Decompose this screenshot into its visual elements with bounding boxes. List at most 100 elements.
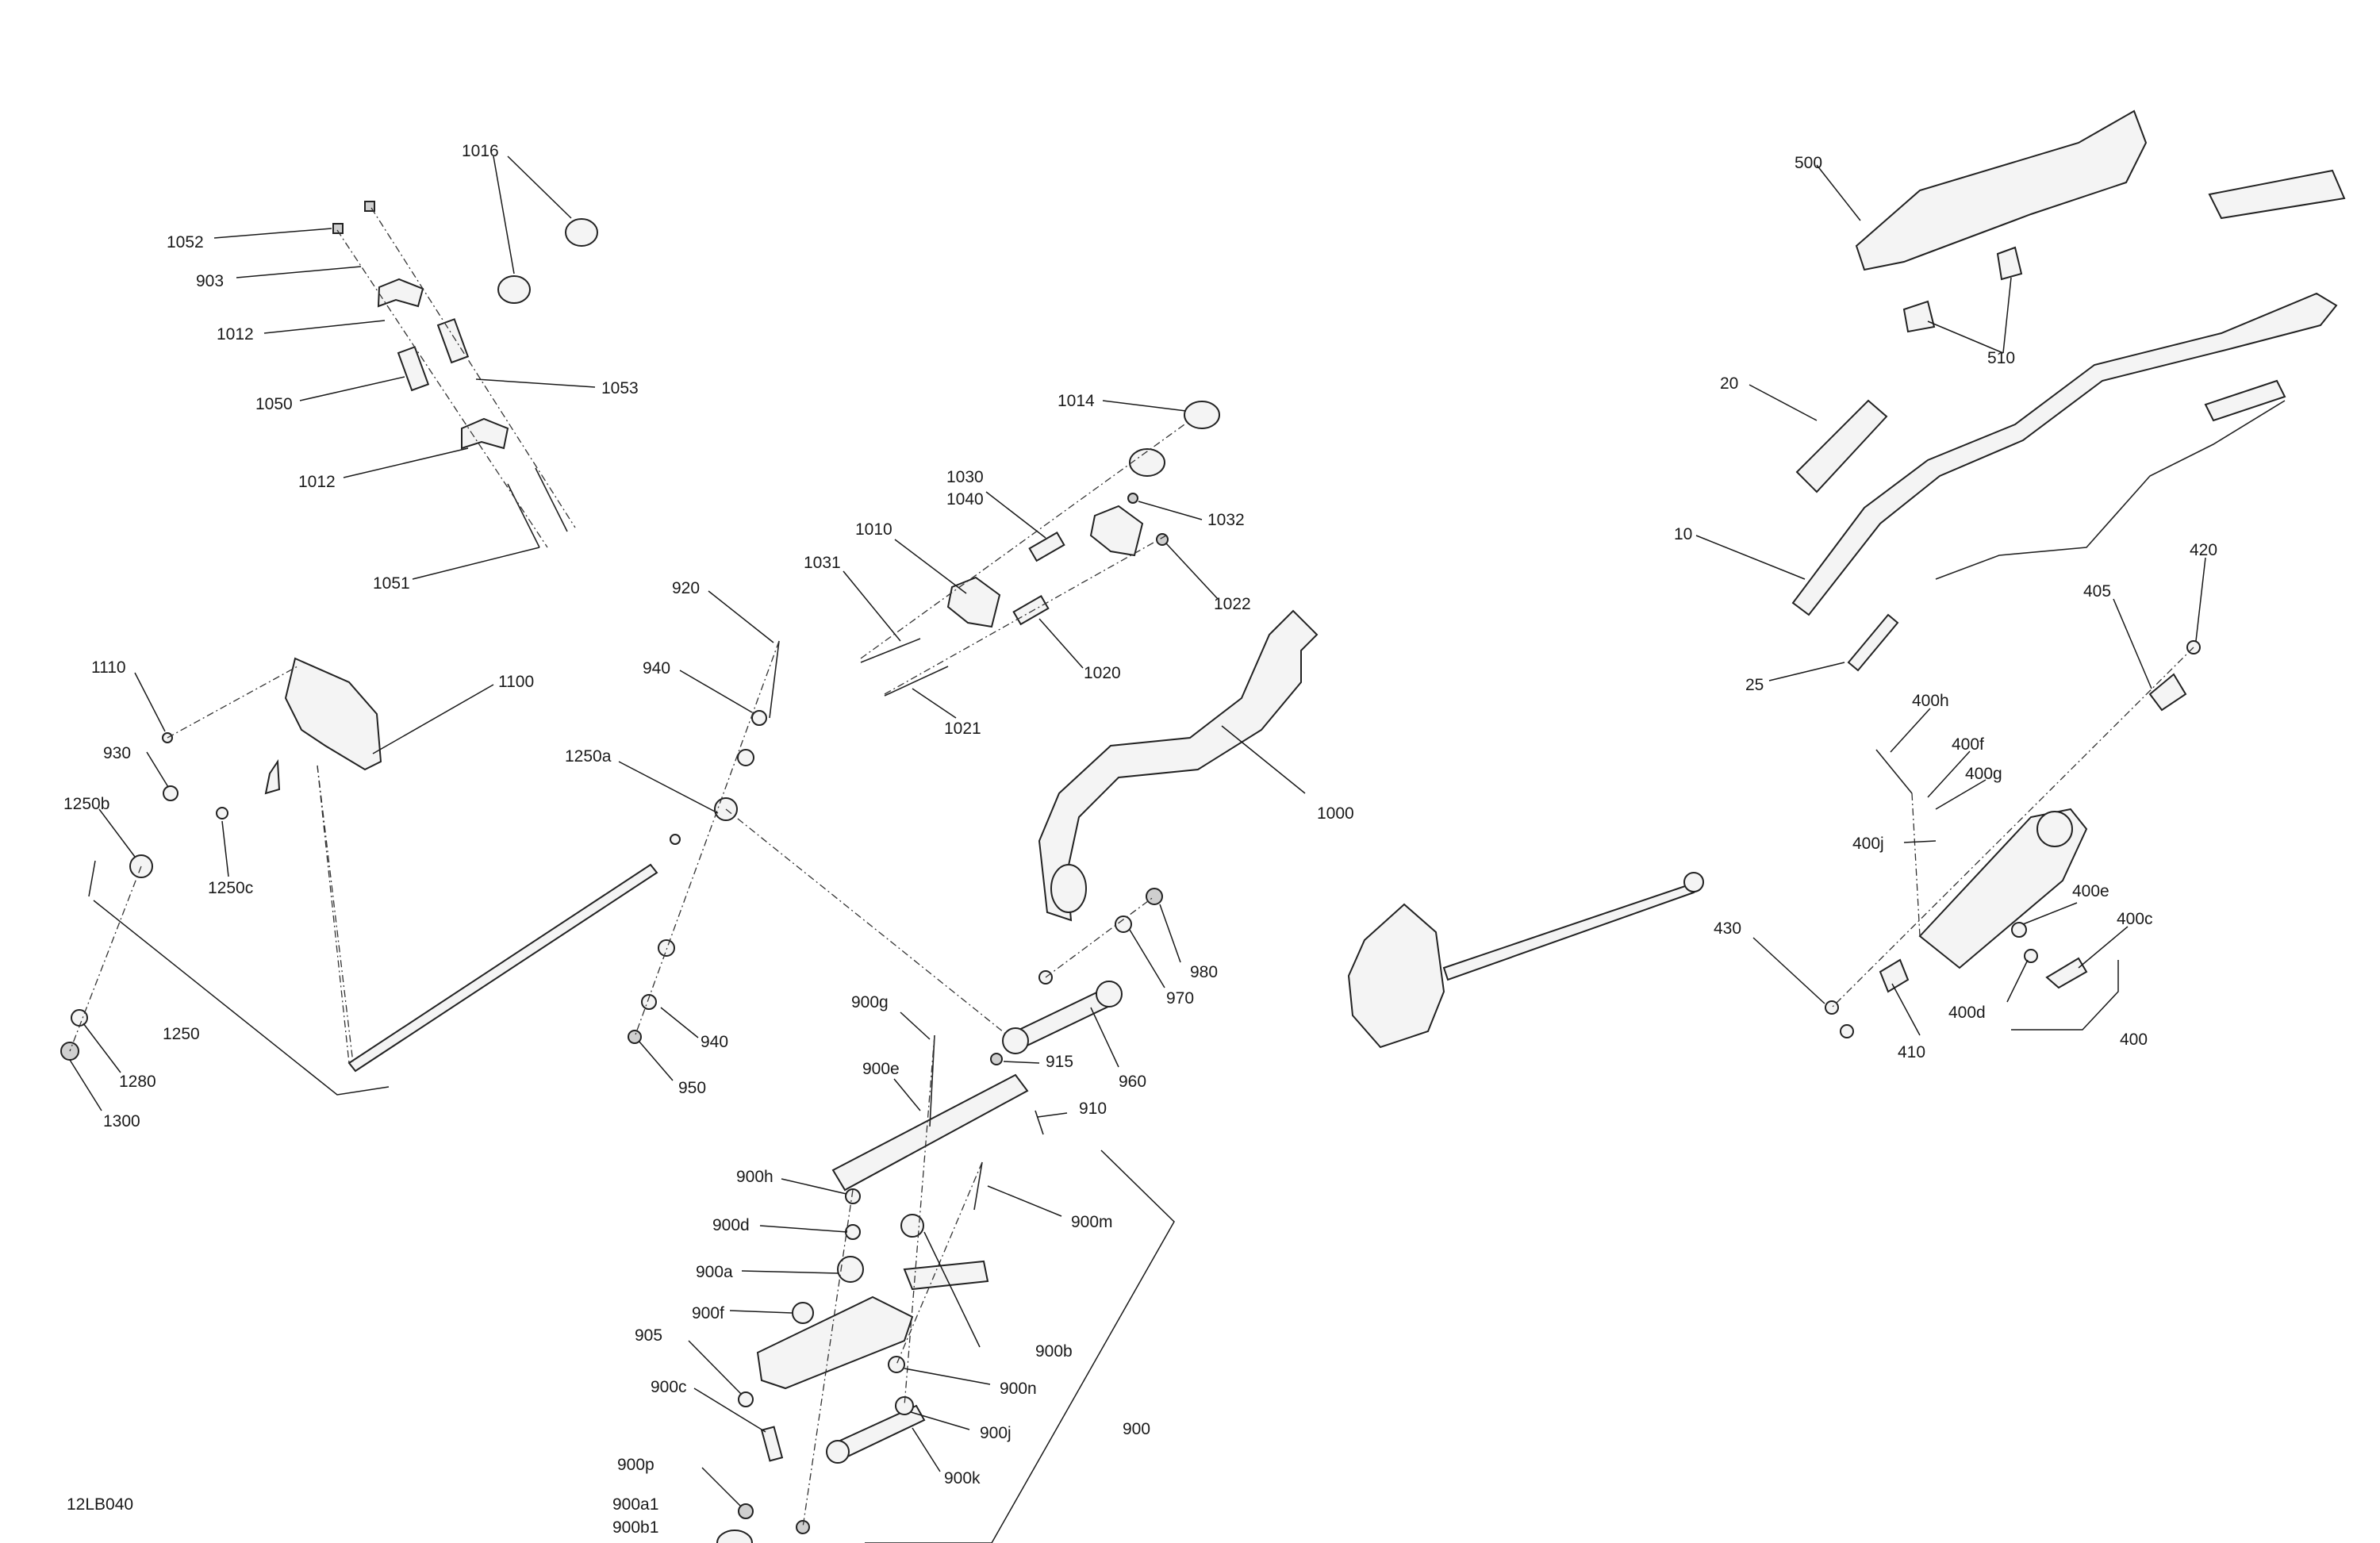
callout-1022: 1022 — [1214, 595, 1251, 613]
clamp-405 — [2148, 673, 2187, 712]
callout-400j: 400j — [1852, 835, 1884, 853]
callout-1032: 1032 — [1207, 511, 1245, 529]
master-cylinder-400 — [1918, 808, 2088, 969]
callout-950: 950 — [678, 1079, 706, 1097]
screw-430-upper — [1825, 1000, 1839, 1015]
cover-1100 — [284, 657, 382, 771]
callout-1052: 1052 — [167, 233, 204, 251]
sleeve-1050-left — [397, 346, 430, 392]
callout-400g: 400g — [1965, 765, 2002, 783]
callout-labels: 1016 1052 903 1012 1050 1053 1012 1051 1… — [63, 142, 2217, 1537]
callout-900b1: 900b1 — [612, 1518, 658, 1537]
callout-420: 420 — [2190, 541, 2217, 559]
washer-940-upper — [751, 710, 767, 726]
reservoir-400 — [2036, 811, 2073, 847]
pivot-900b — [900, 1214, 924, 1238]
washer-900n — [888, 1356, 905, 1373]
callout-900n: 900n — [1000, 1380, 1037, 1398]
nut-950 — [628, 1030, 642, 1044]
callout-900: 900 — [1123, 1420, 1150, 1438]
callout-900e: 900e — [862, 1060, 900, 1078]
callout-900a1: 900a1 — [612, 1495, 658, 1514]
shift-rod — [1442, 883, 1695, 981]
callout-400: 400 — [2120, 1031, 2148, 1049]
nut-1032 — [1127, 493, 1138, 504]
screw-430-lower — [1840, 1024, 1854, 1038]
callout-1016: 1016 — [462, 142, 499, 160]
callout-1021: 1021 — [944, 720, 981, 738]
washer-900h — [845, 1188, 861, 1204]
pivot-900a — [837, 1256, 864, 1283]
handlebar-pad-500 — [1855, 109, 2148, 271]
clamp-1012-upper — [377, 278, 424, 308]
callout-20: 20 — [1720, 374, 1738, 393]
sleeve-900c — [760, 1426, 784, 1462]
washer-905 — [738, 1391, 754, 1407]
callout-405: 405 — [2083, 582, 2111, 601]
bolt-400h — [1875, 749, 1913, 794]
callout-1020: 1020 — [1084, 664, 1121, 682]
callout-25: 25 — [1745, 676, 1764, 694]
bolt-900m — [973, 1161, 983, 1211]
callout-500: 500 — [1795, 154, 1822, 172]
diagram-id: 12LB040 — [67, 1495, 133, 1514]
nut-900p — [738, 1503, 754, 1519]
callout-940-lower: 940 — [701, 1033, 728, 1051]
bolt-1031 — [860, 638, 921, 663]
callout-900d: 900d — [712, 1216, 750, 1234]
nut-1052-left — [332, 223, 344, 234]
shift-cover — [1347, 903, 1445, 1049]
bushing-1100 — [264, 758, 281, 795]
callout-400h: 400h — [1912, 692, 1949, 710]
callout-900f: 900f — [692, 1304, 724, 1322]
callout-1280: 1280 — [119, 1073, 156, 1091]
steering-column-1000 — [1038, 609, 1319, 922]
nut-900-lower — [796, 1520, 810, 1534]
leader-lines — [69, 155, 2206, 1543]
callout-930: 930 — [103, 744, 131, 762]
bolt-1051-right — [535, 467, 568, 532]
callout-900g: 900g — [851, 993, 889, 1011]
link-960-eye-left — [1002, 1027, 1029, 1054]
shift-rod-end — [1683, 872, 1704, 892]
tie-rod-1250 — [347, 863, 658, 1073]
link-960-eye-right — [1096, 981, 1123, 1008]
callout-1053: 1053 — [601, 379, 639, 397]
callout-1300: 1300 — [103, 1112, 140, 1130]
bolt-910 — [1035, 1110, 1044, 1135]
grip-right — [2208, 169, 2346, 220]
callout-1014: 1014 — [1058, 392, 1095, 410]
nut-1052-right — [364, 201, 375, 212]
sleeve-1050-right — [436, 318, 470, 364]
callout-1250b: 1250b — [63, 795, 109, 813]
bolt-1051-left — [507, 483, 540, 548]
washer-900j — [895, 1396, 914, 1415]
switch-25 — [1847, 613, 1899, 672]
bearing-ring-1016-upper — [565, 218, 598, 247]
callout-1050: 1050 — [255, 395, 293, 413]
callout-1040: 1040 — [946, 490, 984, 509]
pin-1020 — [1012, 594, 1050, 626]
callout-1250c: 1250c — [208, 879, 253, 897]
brake-lever — [2204, 379, 2286, 422]
clamp-block-1010-right — [1089, 505, 1144, 557]
clamp-510-right — [1996, 246, 2023, 281]
bolt-1021 — [884, 666, 949, 697]
handlebar-10 — [1791, 292, 2338, 616]
grip-20 — [1795, 399, 1888, 493]
spacer-940 — [737, 749, 754, 766]
callout-900m: 900m — [1071, 1213, 1113, 1231]
callout-903: 903 — [196, 272, 224, 290]
callout-400f: 400f — [1952, 735, 1984, 754]
callout-1250: 1250 — [163, 1025, 200, 1043]
callout-910: 910 — [1079, 1100, 1107, 1118]
pin-1030 — [1028, 531, 1065, 562]
callout-410: 410 — [1898, 1043, 1925, 1061]
bearing-ring-1014-upper — [1184, 401, 1220, 429]
callout-900a: 900a — [696, 1263, 733, 1281]
callout-900j: 900j — [980, 1424, 1012, 1442]
callout-400e: 400e — [2072, 882, 2109, 900]
clamp-1012-lower — [461, 417, 509, 450]
throttle-cable — [1935, 400, 2286, 580]
